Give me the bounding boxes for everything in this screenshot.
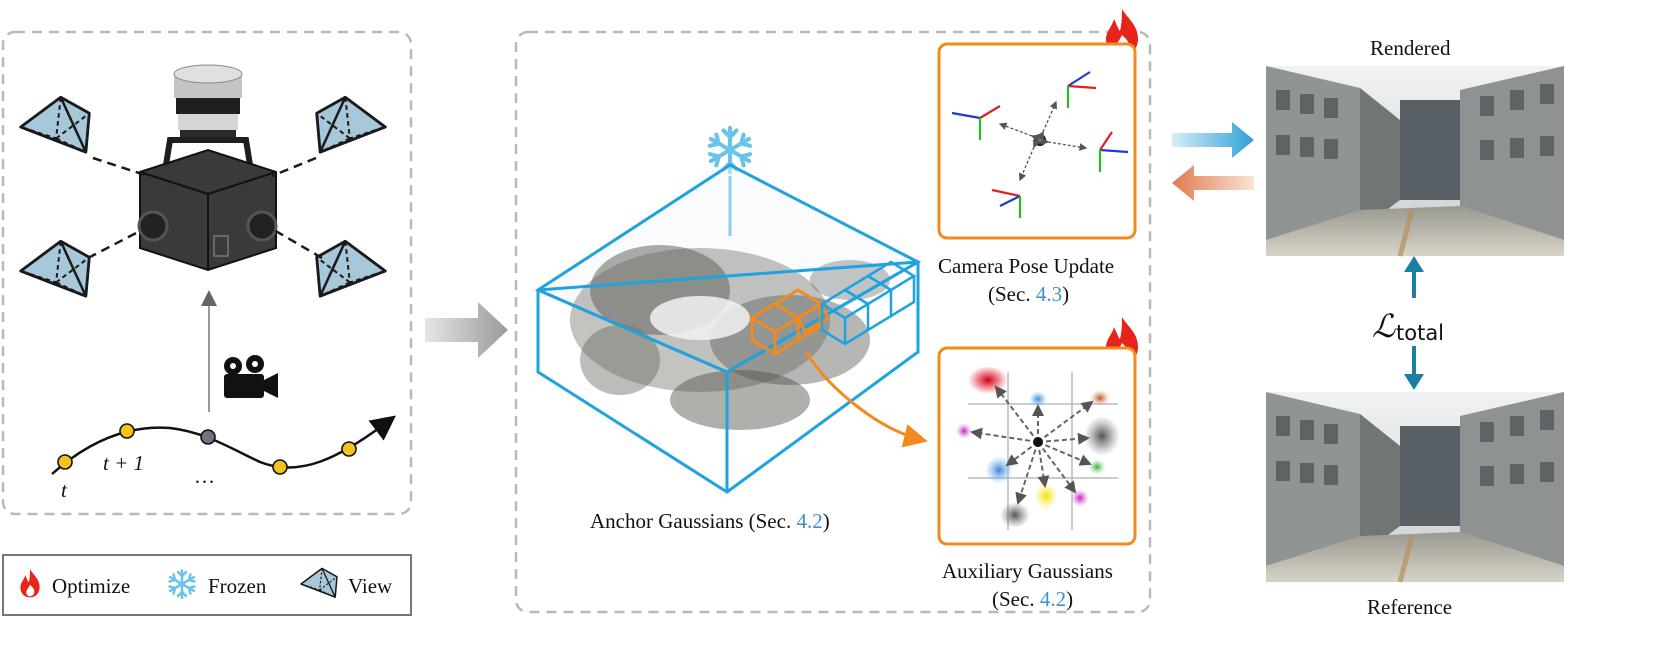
loss-arrows (1404, 256, 1424, 390)
gradient-arrow (1172, 165, 1254, 201)
anchor-gaussian-volume (534, 128, 928, 494)
pose-node (119, 423, 135, 439)
legend-optimize-label: Optimize (52, 574, 130, 598)
point-cloud (570, 245, 890, 430)
ellipsis-label: … (194, 464, 215, 488)
loss-subscript: total (1396, 321, 1444, 345)
pose-node (272, 459, 288, 475)
rendered-image (1266, 66, 1564, 257)
camera-pose-ref: (Sec. 4.3) (988, 282, 1069, 306)
sensor-panel-border (1, 30, 413, 516)
render-arrow (1172, 122, 1254, 158)
loss-symbol: ℒ (1372, 308, 1396, 344)
camera-pose-diagram (951, 71, 1129, 218)
auxiliary-title: Auxiliary Gaussians (942, 559, 1113, 583)
view-frustum-top-right (271, 95, 387, 178)
legend-box (2, 554, 412, 616)
anchor-cube-grid (819, 260, 917, 346)
legend-frozen-label: Frozen (208, 574, 267, 598)
pose-node (341, 441, 357, 457)
legend-view-label: View (348, 574, 393, 598)
trajectory-curve (51, 415, 396, 475)
reference-image (1266, 392, 1564, 583)
view-frustum-top-left (19, 95, 149, 178)
view-frustum-bottom-left (19, 228, 143, 298)
flow-arrow-gray (425, 302, 508, 358)
pose-node (57, 454, 73, 470)
camera-pose-title: Camera Pose Update (938, 254, 1114, 278)
rendered-label: Rendered (1370, 36, 1451, 60)
lidar-rig-icon (137, 64, 278, 272)
pose-node-current (200, 429, 216, 445)
auxiliary-ref: (Sec. 4.2) (992, 587, 1073, 611)
view-frustum-bottom-right (273, 228, 387, 298)
zoom-arrow (804, 351, 928, 448)
anchor-gaussians-caption: Anchor Gaussians (Sec. 4.2) (590, 509, 830, 533)
t-label: t (61, 478, 68, 502)
reference-label: Reference (1367, 595, 1452, 619)
video-camera-icon (224, 355, 278, 398)
t-plus-one-label: t + 1 (103, 451, 144, 475)
gaussian-panel-border (514, 30, 1152, 614)
auxiliary-gaussian-diagram (956, 366, 1120, 530)
